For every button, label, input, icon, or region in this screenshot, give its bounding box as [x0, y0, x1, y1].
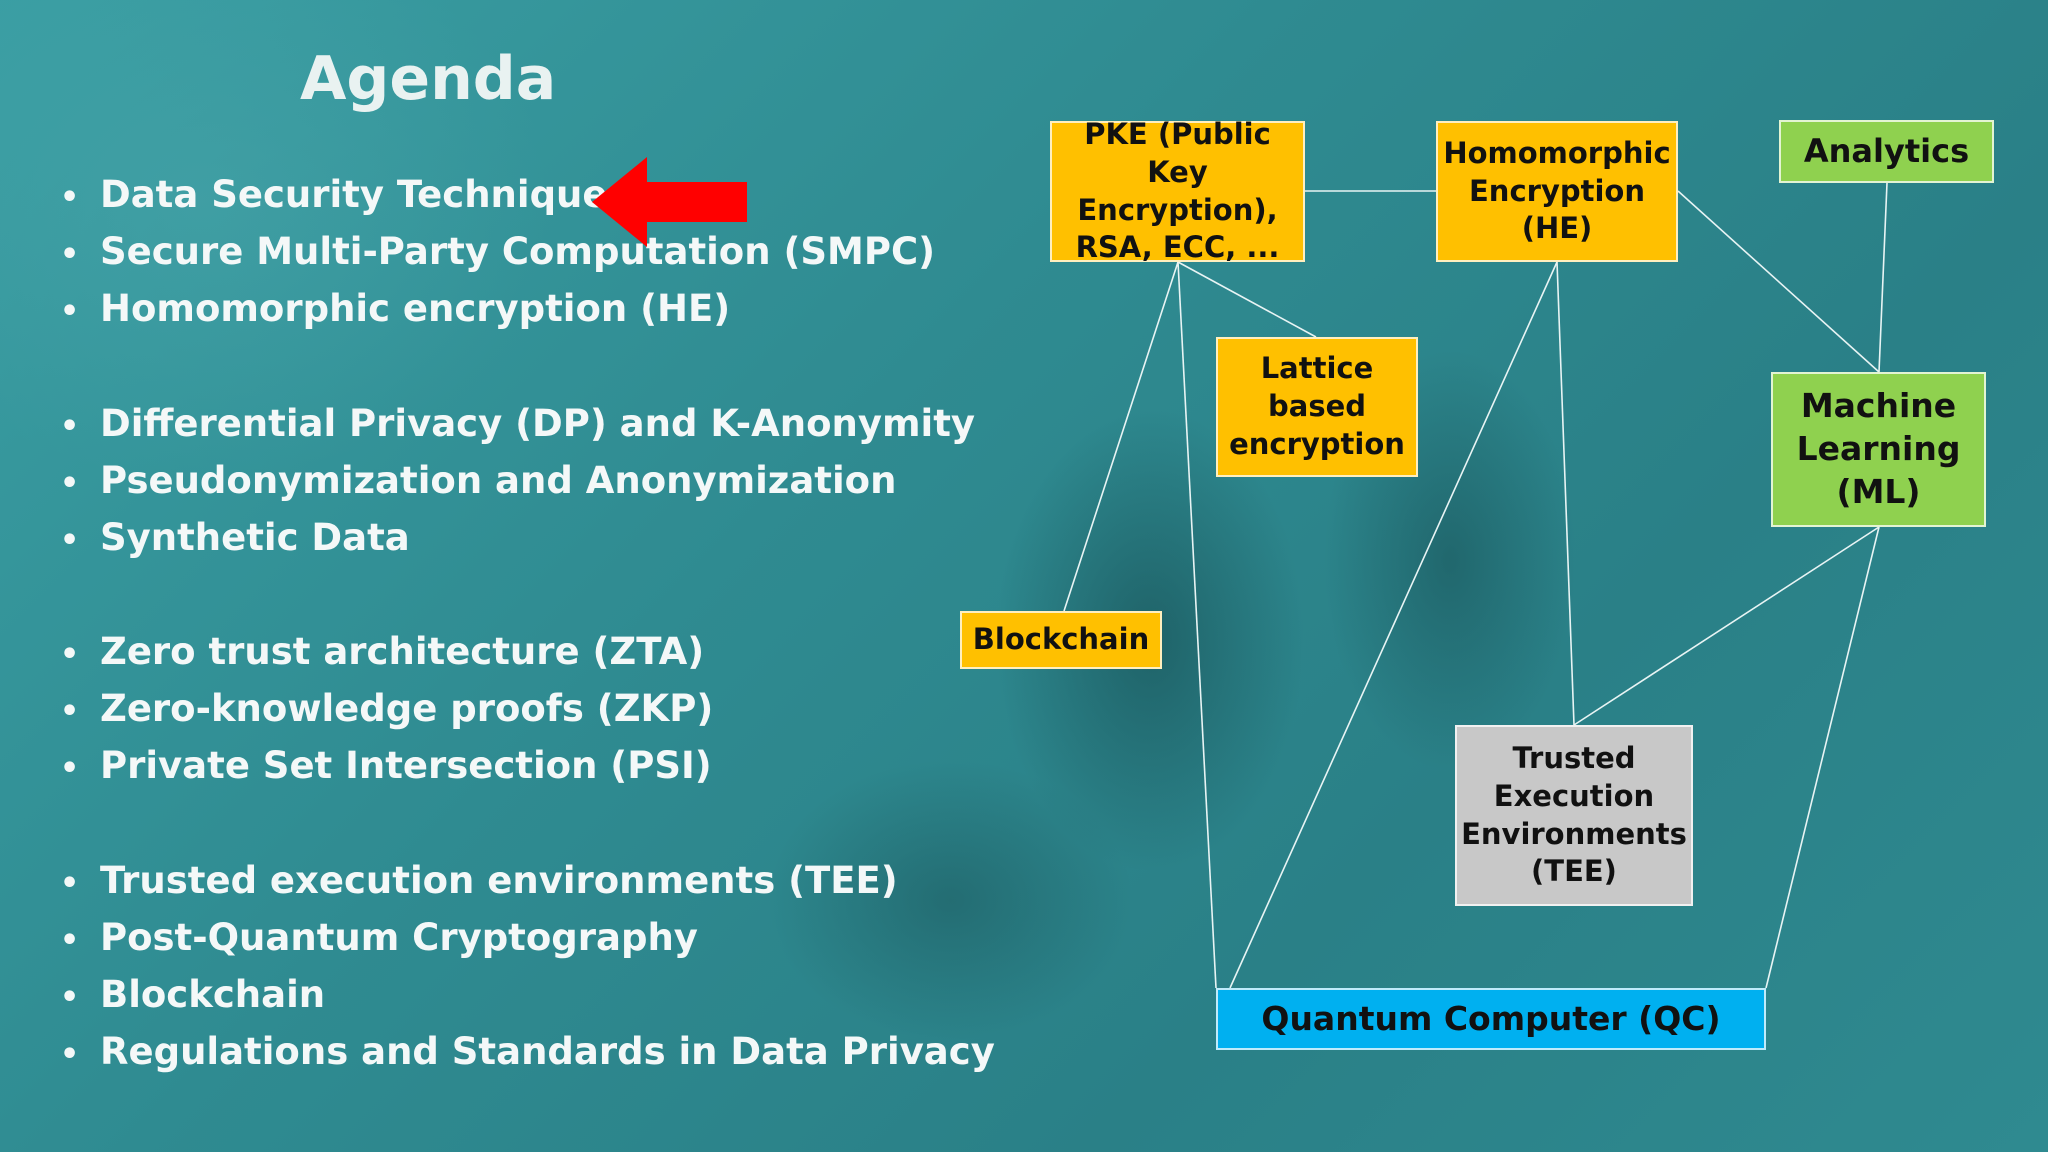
bullet: •: [60, 980, 80, 1015]
connector-he-ml: [1677, 190, 1880, 373]
connector-pke-lattice: [1177, 261, 1317, 338]
agenda-item: •Zero trust architecture (ZTA): [60, 627, 704, 677]
node-blockchain: Blockchain: [960, 611, 1162, 669]
bullet: •: [60, 1037, 80, 1072]
node-pke: PKE (Public Key Encryption), RSA, ECC, .…: [1050, 117, 1305, 264]
node-quantum-computer: Quantum Computer (QC): [1216, 988, 1766, 1050]
node-homomorphic-encryption: Homomorphic Encryption (HE): [1436, 121, 1678, 262]
agenda-item: •Homomorphic encryption (HE): [60, 284, 730, 334]
connector-he-qc: [1229, 261, 1558, 989]
agenda-item: •Zero-knowledge proofs (ZKP): [60, 684, 713, 734]
bullet: •: [60, 409, 80, 444]
connector-pke-qc: [1177, 261, 1217, 989]
bullet: •: [60, 866, 80, 901]
agenda-item: •Pseudonymization and Anonymization: [60, 456, 896, 506]
bullet: •: [60, 237, 80, 272]
connector-pke-blockchain: [1063, 261, 1179, 612]
connector-ml-tee: [1573, 526, 1880, 726]
bullet: •: [60, 180, 80, 215]
connector-he-tee: [1556, 261, 1575, 726]
bullet: •: [60, 637, 80, 672]
bullet: •: [60, 694, 80, 729]
bullet: •: [60, 294, 80, 329]
node-machine-learning: Machine Learning (ML): [1771, 372, 1986, 527]
connector-analytics-ml: [1878, 182, 1888, 373]
agenda-item: •Secure Multi-Party Computation (SMPC): [60, 227, 935, 277]
agenda-item: •Blockchain: [60, 970, 325, 1020]
node-trusted-execution: Trusted Execution Environments (TEE): [1455, 725, 1693, 906]
node-analytics: Analytics: [1779, 120, 1994, 183]
page-title: Agenda: [300, 44, 557, 114]
bullet: •: [60, 923, 80, 958]
red-arrow-icon: [592, 157, 747, 247]
bullet: •: [60, 523, 80, 558]
node-lattice-encryption: Lattice based encryption: [1216, 337, 1418, 477]
connector-ml-qc: [1765, 526, 1880, 989]
agenda-item: •Synthetic Data: [60, 513, 410, 563]
agenda-item: •Data Security Techniques: [60, 170, 630, 220]
bullet: •: [60, 466, 80, 501]
agenda-item: •Differential Privacy (DP) and K-Anonymi…: [60, 399, 975, 449]
agenda-item: •Post-Quantum Cryptography: [60, 913, 698, 963]
agenda-item: •Private Set Intersection (PSI): [60, 741, 712, 791]
agenda-item: •Regulations and Standards in Data Priva…: [60, 1027, 995, 1077]
agenda-item: •Trusted execution environments (TEE): [60, 856, 898, 906]
bullet: •: [60, 751, 80, 786]
